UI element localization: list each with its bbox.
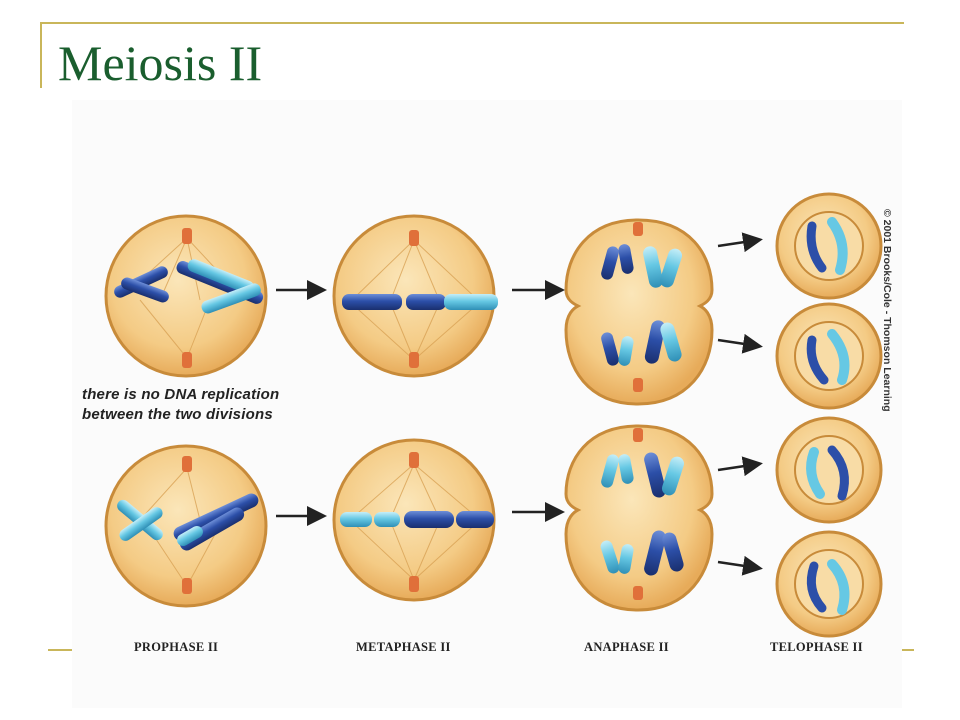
chromosome-dark [114, 266, 169, 303]
phase-label-metaphase: METAPHASE II [356, 640, 451, 654]
telophase-cell [775, 302, 883, 410]
frame-top-line [40, 22, 904, 24]
arrow [717, 456, 763, 477]
arrow [717, 555, 763, 576]
centrosome [409, 230, 419, 246]
telophase-cell [775, 192, 883, 300]
frame-left-line [40, 22, 42, 88]
frame-bottom-line [902, 649, 914, 651]
phase-label-telophase: TELOPHASE II [770, 640, 863, 654]
centrosome [182, 456, 192, 472]
arrow [717, 232, 763, 253]
centrosome [182, 578, 192, 594]
centrosome [182, 352, 192, 368]
arrow [717, 333, 763, 354]
copyright-text: © 2001 Brooks/Cole - Thomson Learning [881, 209, 893, 412]
chromosome-light [117, 499, 163, 541]
page-title: Meiosis II [58, 35, 263, 91]
centrosome [409, 352, 419, 368]
chromosome-light [374, 512, 400, 527]
prophase-cell-top [104, 214, 268, 378]
chromosome-light [340, 512, 372, 527]
phase-label-prophase: PROPHASE II [134, 640, 219, 654]
chromosome-light [444, 294, 498, 310]
note-line: there is no DNA replication [82, 386, 280, 403]
centrosome [409, 452, 419, 468]
centrosome [633, 222, 643, 236]
metaphase-cell-bottom [332, 438, 496, 602]
centrosome [409, 576, 419, 592]
metaphase-cell-top [332, 214, 498, 378]
centrosome [633, 586, 643, 600]
centrosome [633, 378, 643, 392]
chromosome-dark [456, 511, 494, 528]
chromosome-dark [342, 294, 402, 310]
telophase-cell [775, 530, 883, 638]
anaphase-cell-top [564, 218, 714, 406]
centrosome [633, 428, 643, 442]
chromosome-dark [404, 511, 454, 528]
frame-bottom-line [48, 649, 72, 651]
chromosome-dark [406, 294, 446, 310]
phase-label-anaphase: ANAPHASE II [584, 640, 669, 654]
diagram-background [72, 100, 902, 708]
chromosome-mixed [176, 259, 264, 314]
chromosome-mixed [173, 493, 259, 551]
telophase-cell [775, 416, 883, 524]
anaphase-cell-bottom [564, 424, 714, 612]
note-line: between the two divisions [82, 406, 273, 423]
centrosome [182, 228, 192, 244]
prophase-cell-bottom [104, 444, 268, 608]
replication-note: there is no DNA replication between the … [82, 385, 382, 425]
